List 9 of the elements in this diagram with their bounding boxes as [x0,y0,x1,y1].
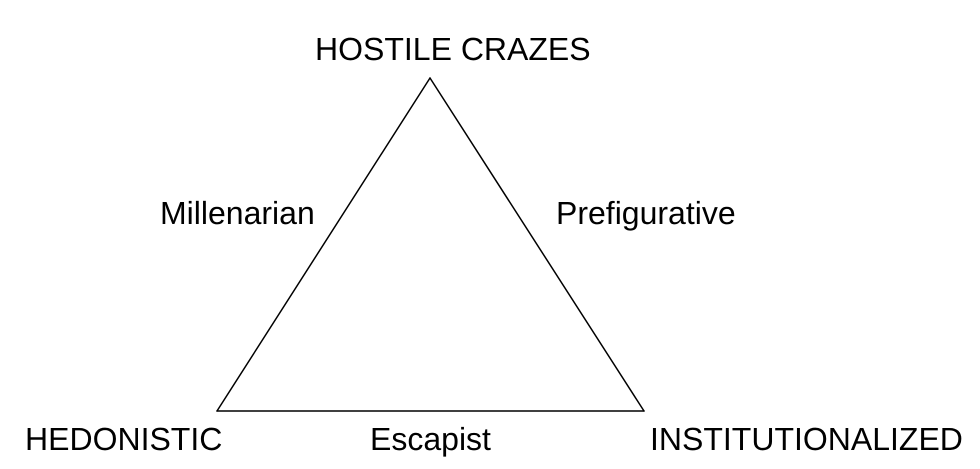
triangle-side [216,410,645,412]
corner-label: HOSTILE CRAZES [315,33,591,78]
edge-label: Prefigurative [556,197,736,229]
triangle-side [216,77,431,412]
corner-label: HEDONISTIC [25,411,222,455]
edge-label: Millenarian [160,197,315,229]
triangle-side [429,77,645,412]
edge-label: Escapist [370,423,491,455]
corner-label: INSTITUTIONALIZED [644,411,963,455]
